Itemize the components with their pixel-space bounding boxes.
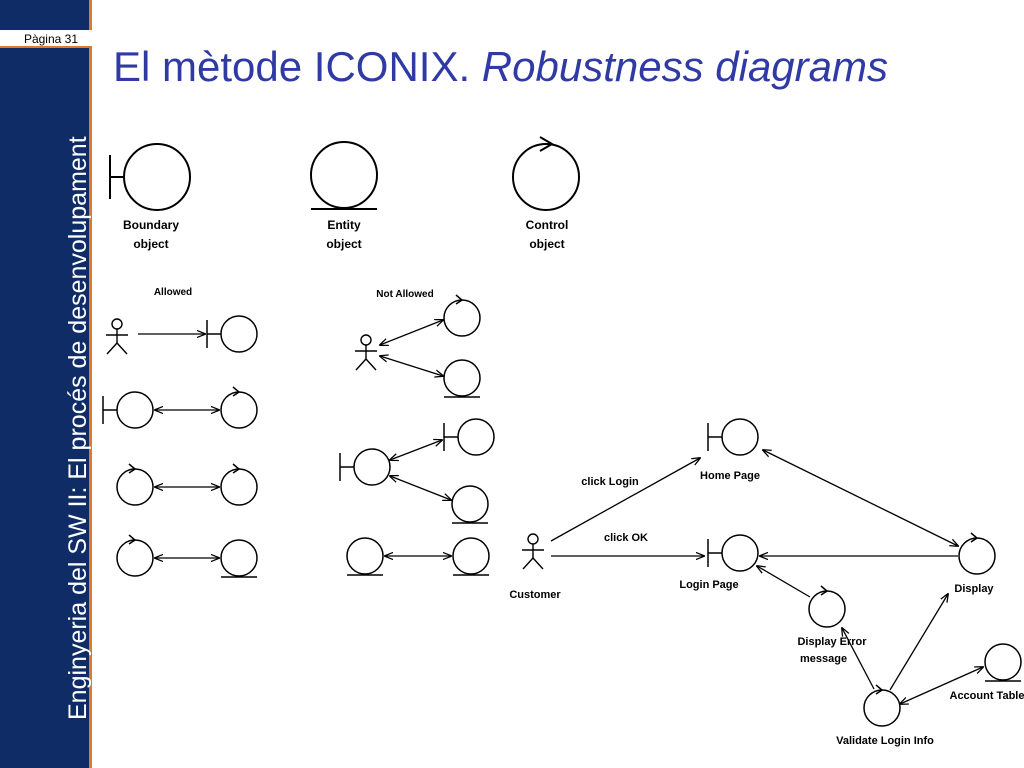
boundary-label-2: object (133, 237, 168, 251)
slide-title: El mètode ICONIX. Robustness diagrams (113, 42, 888, 92)
entity-label-1: Entity (327, 218, 361, 232)
customer-actor (521, 533, 545, 570)
display-error-label-1: Display Error (797, 636, 867, 648)
title-italic: Robustness diagrams (481, 43, 888, 90)
allowed-actor-boundary (105, 315, 258, 355)
sidebar: Pàgina 31 Enginyeria del SW II: El procé… (0, 0, 92, 768)
allowed-control-entity (116, 534, 258, 578)
not-allowed-entity-entity (346, 537, 490, 576)
display-control (958, 532, 996, 575)
boundary-object-symbol (109, 143, 191, 211)
login-page-label: Login Page (679, 579, 738, 591)
customer-label: Customer (509, 589, 561, 601)
control-label-1: Control (526, 218, 569, 232)
display-label: Display (954, 583, 994, 595)
page-number: Pàgina 31 (0, 30, 92, 48)
validate-label: Validate Login Info (836, 735, 934, 747)
validate-login-control (863, 684, 901, 727)
entity-label-2: object (326, 237, 361, 251)
allowed-label: Allowed (154, 287, 192, 298)
account-table-label: Account Table (950, 690, 1024, 702)
account-table-entity (984, 643, 1022, 682)
click-ok-label: click OK (604, 532, 648, 544)
display-error-control (808, 585, 846, 628)
home-page-label: Home Page (700, 470, 760, 482)
login-page-boundary (707, 534, 759, 572)
boundary-label-1: Boundary (123, 218, 179, 232)
entity-object-symbol (310, 141, 378, 210)
display-error-label-2: message (800, 653, 847, 665)
control-object-symbol (512, 136, 580, 211)
home-page-boundary (707, 418, 759, 456)
allowed-control-control (116, 463, 258, 506)
allowed-boundary-control (102, 386, 258, 429)
example-connectors (550, 450, 983, 704)
control-label-2: object (529, 237, 564, 251)
title-main: El mètode ICONIX. (113, 43, 482, 90)
not-allowed-actor (354, 294, 481, 398)
click-login-label: click Login (581, 476, 639, 488)
not-allowed-boundary (339, 418, 495, 524)
not-allowed-label: Not Allowed (376, 289, 433, 300)
